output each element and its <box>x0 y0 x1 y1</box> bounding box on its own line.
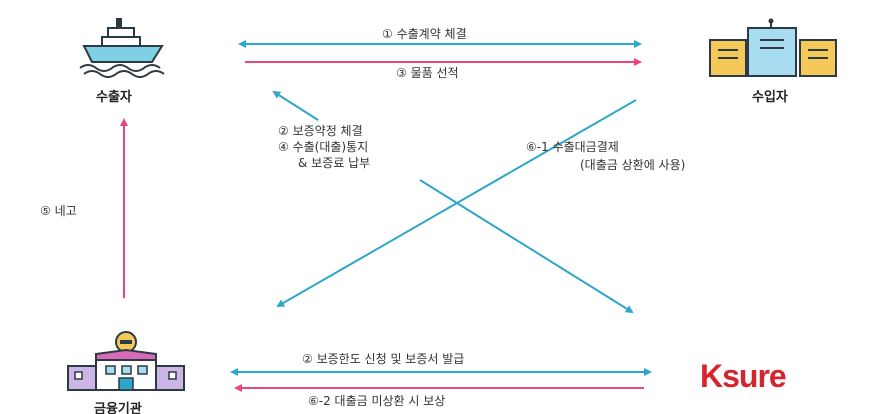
negotiation-label: ⑤ 네고 <box>40 204 77 218</box>
compensation-label: ⑥-2 대출금 미상환 시 보상 <box>308 394 446 408</box>
bank-label: 금융기관 <box>94 402 142 414</box>
export-payment-arrow <box>276 99 637 307</box>
ksure-logo: Ksure <box>700 358 787 394</box>
export-notice-label: ④ 수출(대출)통지 <box>278 140 369 154</box>
export-contract-label: ① 수출계약 체결 <box>382 27 467 41</box>
shipment-label: ③ 물품 선적 <box>396 66 459 80</box>
fee-payment-label: & 보증료 납부 <box>298 156 371 170</box>
ship-icon <box>79 18 165 78</box>
importer-label: 수입자 <box>752 90 788 105</box>
guarantee-agreement-arrow <box>272 90 319 121</box>
bank-icon <box>67 331 185 391</box>
exporter-label: 수출자 <box>96 90 132 105</box>
export-notice-arrow <box>419 179 634 314</box>
building-icon <box>709 18 837 77</box>
loan-repayment-label: (대출금 상환에 사용) <box>580 158 686 172</box>
export-payment-label: ⑥-1 수출대금결제 <box>526 140 619 154</box>
guarantee-agreement-label: ② 보증약정 체결 <box>278 124 363 138</box>
guarantee-limit-label: ② 보증한도 신청 및 보증서 발급 <box>302 352 465 366</box>
